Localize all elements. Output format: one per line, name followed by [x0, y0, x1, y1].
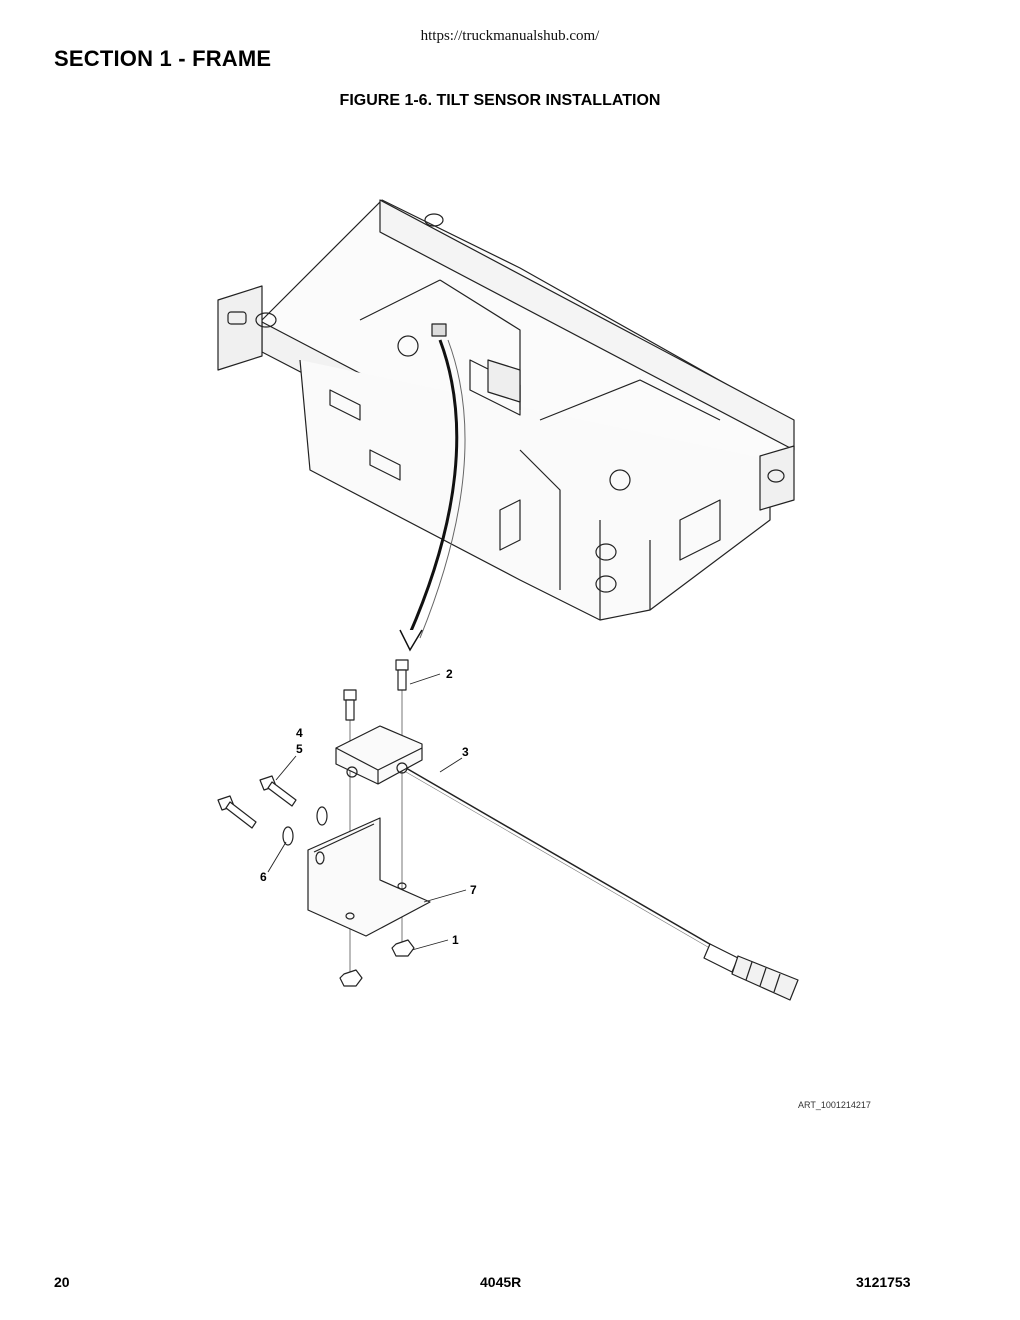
nut-left — [339, 969, 363, 987]
tilt-sensor-installation-drawing: 1 2 3 4 5 6 7 — [217, 199, 799, 1001]
callout-3: 3 — [462, 745, 469, 759]
callout-2: 2 — [446, 667, 453, 681]
footer-model: 4045R — [480, 1274, 522, 1290]
screw-left — [343, 689, 357, 721]
callout-4: 4 — [296, 726, 303, 740]
footer-page-number: 20 — [54, 1274, 70, 1290]
footer-doc-number: 3121753 — [856, 1274, 911, 1290]
section-title: SECTION 1 - FRAME — [54, 46, 272, 71]
nut-right — [391, 939, 415, 957]
callout-leaders — [267, 673, 467, 951]
frame-right-endplate — [759, 445, 795, 511]
exploded-parts — [217, 659, 799, 1001]
bolt-lower — [217, 795, 257, 829]
figure-title: FIGURE 1-6. TILT SENSOR INSTALLATION — [339, 92, 661, 109]
callout-6: 6 — [260, 870, 267, 884]
frame-left-endplate — [217, 285, 263, 371]
art-reference-id: ART_1001214217 — [798, 1100, 871, 1110]
cable-connector — [703, 943, 799, 1001]
tilt-sensor-body — [335, 725, 423, 785]
callout-5: 5 — [296, 742, 303, 756]
callout-1: 1 — [452, 933, 459, 947]
washer-lower — [282, 826, 294, 846]
frame-assembly — [217, 199, 795, 621]
callout-7: 7 — [470, 883, 477, 897]
sensor-cable — [405, 767, 721, 951]
screw-right — [395, 659, 409, 691]
washer-upper — [316, 806, 328, 826]
mounted-sensor — [431, 323, 447, 337]
source-url: https://truckmanualshub.com/ — [420, 28, 600, 44]
mounting-bracket — [307, 817, 431, 937]
bolt-upper — [259, 775, 297, 807]
detail-arrow — [399, 339, 466, 652]
